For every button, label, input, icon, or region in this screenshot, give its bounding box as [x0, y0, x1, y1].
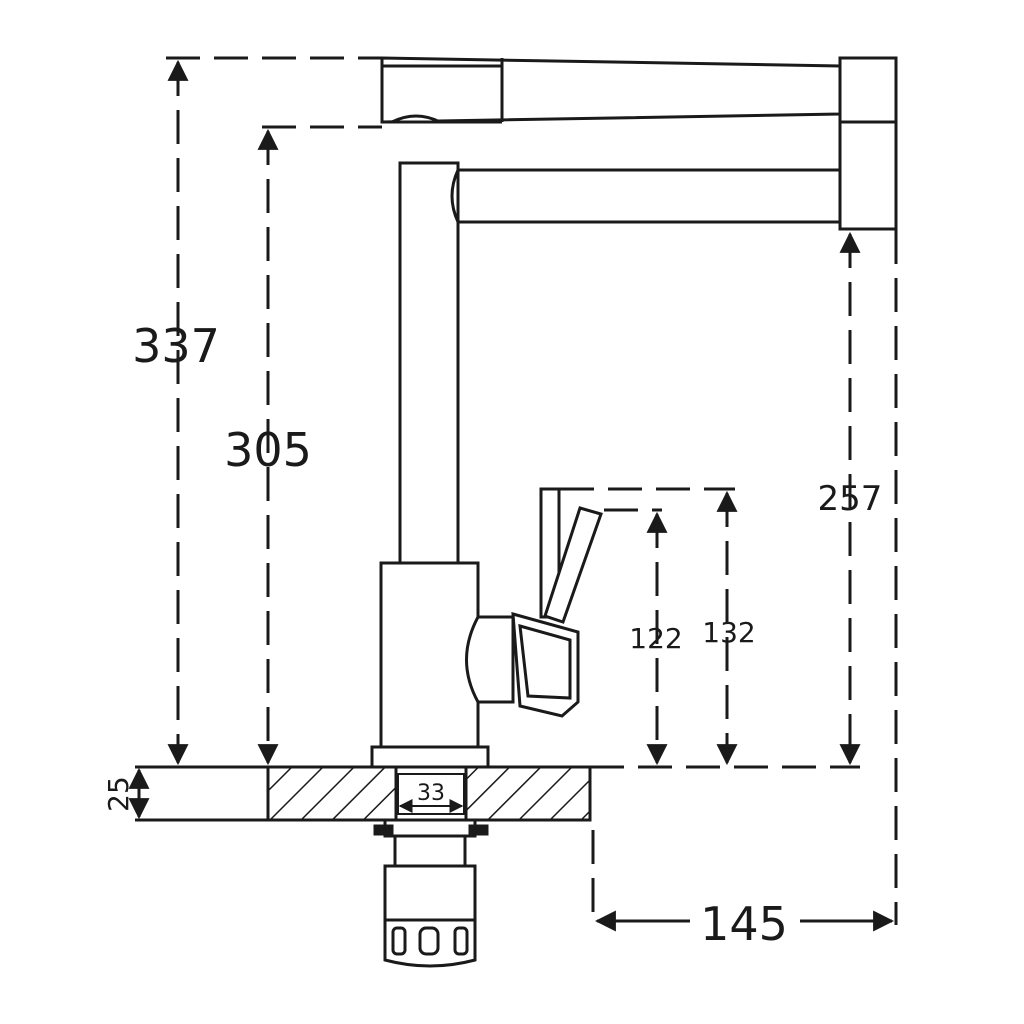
handle-hub: [465, 615, 515, 704]
mount-hole-label: 33: [417, 781, 445, 806]
shank-clamp-right: [468, 824, 489, 836]
faucet-body: [370, 56, 898, 968]
extension-lines: [166, 56, 898, 925]
spout-elbow: [838, 120, 898, 231]
lever-base: [511, 611, 580, 718]
label-handle-132: 132: [702, 616, 755, 649]
lever-base-inner: [518, 623, 572, 700]
dimension-lines: [128, 59, 895, 932]
nut-slot-2: [418, 926, 440, 956]
lever-tilted: [543, 506, 603, 624]
shank-clamp-left: [373, 824, 394, 836]
nut-slot-1: [391, 926, 407, 956]
label-handle-122: 122: [629, 622, 682, 655]
mount-hole-box: [397, 773, 465, 815]
spout-lower-joint: [450, 169, 460, 223]
shank-top: [383, 818, 477, 838]
label-spout-height: 305: [224, 423, 312, 477]
label-total-height: 337: [132, 319, 220, 373]
mount-hole-dimension: [397, 773, 465, 815]
countertop-section: [135, 765, 592, 822]
deck-left-hatch: [266, 765, 398, 822]
riser-pipe: [398, 161, 460, 565]
nut-slot-3: [453, 926, 469, 956]
aerator-icon: [391, 114, 441, 124]
spout-upper-end: [838, 56, 898, 124]
spout-upper: [380, 56, 848, 124]
deck-right-hatch: [464, 765, 592, 822]
shank-nut: [383, 864, 477, 968]
spout-lower: [456, 168, 848, 224]
label-deck-thickness: 25: [102, 776, 135, 812]
body-block: [379, 561, 480, 749]
label-spout-clearance: 257: [818, 479, 883, 519]
label-spout-reach: 145: [700, 897, 788, 951]
shank-neck: [393, 834, 467, 868]
base-collar: [370, 745, 490, 769]
